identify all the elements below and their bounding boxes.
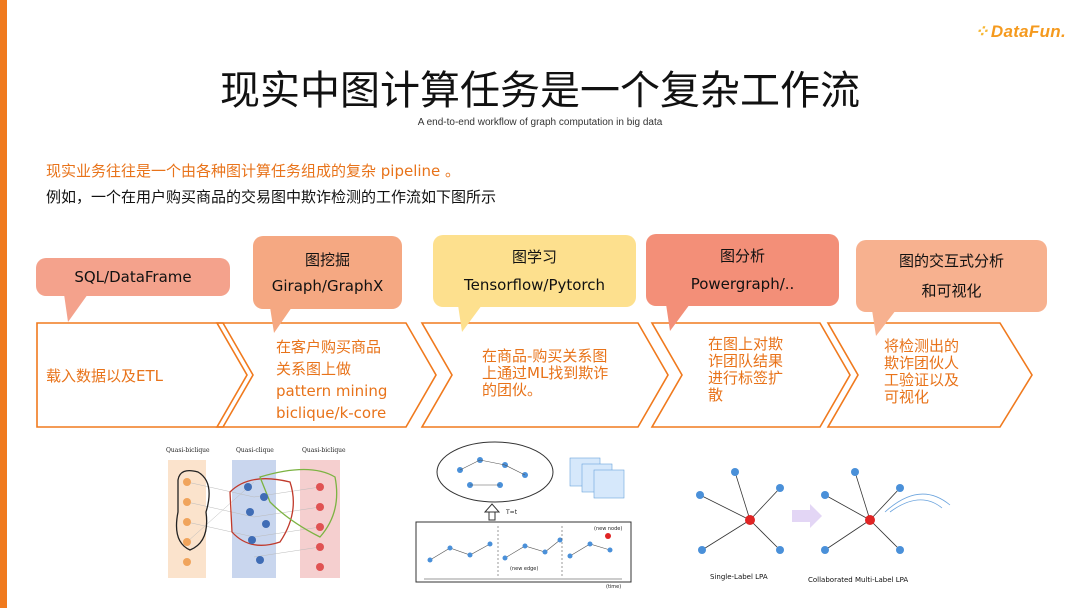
bubble-tail-2	[270, 307, 292, 333]
step-3-text: 在商品-购买关系图 上通过ML找到欺诈 的团伙。	[482, 347, 609, 399]
figure-quasi-clique: Quasi-biclique Quasi-clique Quasi-bicliq…	[166, 447, 346, 578]
svg-text:Collaborated Multi-Label LPA: Collaborated Multi-Label LPA	[808, 576, 908, 584]
svg-text:T=t: T=t	[505, 509, 518, 516]
arrow-step-3	[420, 322, 669, 428]
bubble-tail-4	[666, 304, 690, 331]
bubble-tail-1	[64, 294, 88, 322]
bubble-sql-dataframe: SQL/DataFrame	[36, 258, 230, 296]
figure-label-propagation: Single-Label LPA Collaborated Multi-Labe…	[696, 468, 951, 584]
bubble-graph-learning: 图学习 Tensorflow/Pytorch	[433, 235, 636, 307]
arrow-step-5	[826, 322, 1033, 428]
bubble-graph-mining: 图挖掘 Giraph/GraphX	[253, 236, 402, 309]
page-title: 现实中图计算任务是一个复杂工作流	[220, 68, 860, 114]
step-2-text: 在客户购买商品 关系图上做 pattern mining biclique/k-…	[276, 338, 388, 422]
svg-text:Quasi-clique: Quasi-clique	[236, 447, 274, 454]
arrow-step-1	[36, 322, 254, 428]
step-1-text: 载入数据以及ETL	[46, 367, 163, 385]
svg-text:Quasi-biclique: Quasi-biclique	[166, 447, 210, 454]
bubble-tail-3	[458, 305, 482, 332]
bubble-graph-analysis: 图分析 Powergraph/..	[646, 234, 839, 306]
svg-text:(new edge): (new edge)	[510, 566, 538, 572]
arrow-step-4	[650, 322, 851, 428]
intro-line-1: 现实业务往往是一个由各种图计算任务组成的复杂 pipeline 。	[46, 162, 461, 180]
page-subtitle: A end-to-end workflow of graph computati…	[417, 117, 663, 128]
intro-line-2: 例如，一个在用户购买商品的交易图中欺诈检测的工作流如下图所示	[46, 188, 497, 206]
svg-text:Single-Label LPA: Single-Label LPA	[710, 573, 768, 581]
svg-text:(new node): (new node)	[594, 526, 622, 532]
left-accent-bar	[0, 0, 7, 608]
step-5-text: 将检测出的 欺诈团伙人 工验证以及 可视化	[884, 337, 960, 406]
datafun-logo: ⁘DataFun.	[974, 22, 1066, 41]
bubble-tail-5	[872, 310, 896, 336]
figure-dynamic-graph: T=t (new node) (new edge) (time)	[415, 441, 632, 590]
arrow-step-2	[215, 322, 437, 428]
bubble-interactive-analysis: 图的交互式分析 和可视化	[856, 240, 1047, 312]
step-4-text: 在图上对欺 诈团队结果 进行标签扩 散	[708, 335, 784, 404]
svg-text:Quasi-biclique: Quasi-biclique	[302, 447, 346, 454]
svg-text:(time): (time)	[606, 584, 621, 590]
